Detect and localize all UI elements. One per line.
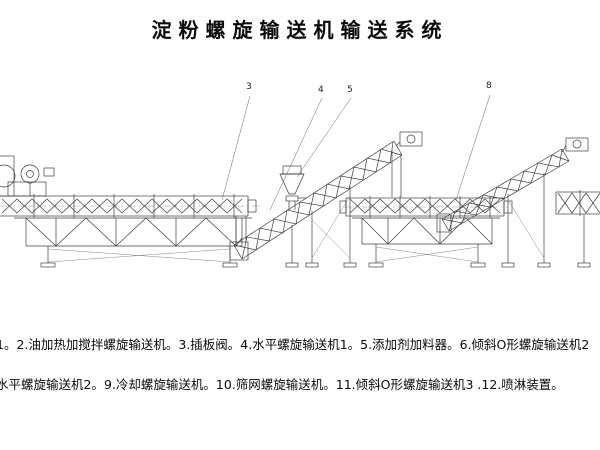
right-incline-motor: [565, 137, 589, 152]
legend-line-2: 水平螺旋输送机2。9.冷却螺旋输送机。10.筛网螺旋输送机。11.倾斜O形螺旋输…: [0, 377, 564, 392]
far-right-conveyor: [555, 190, 600, 268]
slide-gate-valve: [285, 195, 299, 202]
callout-8: 8: [486, 81, 492, 91]
left-horizontal-conveyor: [0, 194, 257, 218]
right-support-truss: [352, 217, 500, 268]
drawing-title: 淀粉螺旋输送机输送系统: [151, 18, 449, 42]
right-inclined-conveyor: [436, 137, 589, 268]
left-drive-motor: [0, 155, 55, 197]
callout-3: 3: [246, 82, 252, 92]
additive-feeder-hopper: [279, 165, 306, 268]
legend-line-1: 1。2.油加热加搅拌螺旋输送机。3.插板阀。4.水平螺旋输送机1。5.添加剂加料…: [0, 337, 590, 352]
callout-leaders: [221, 94, 491, 211]
incline-top-motor: [399, 131, 423, 147]
callout-4: 4: [318, 85, 324, 95]
right-horizontal-conveyor: [339, 196, 513, 218]
center-inclined-conveyor: [233, 131, 423, 268]
callout-5: 5: [347, 85, 353, 95]
left-support-truss: [14, 217, 252, 268]
